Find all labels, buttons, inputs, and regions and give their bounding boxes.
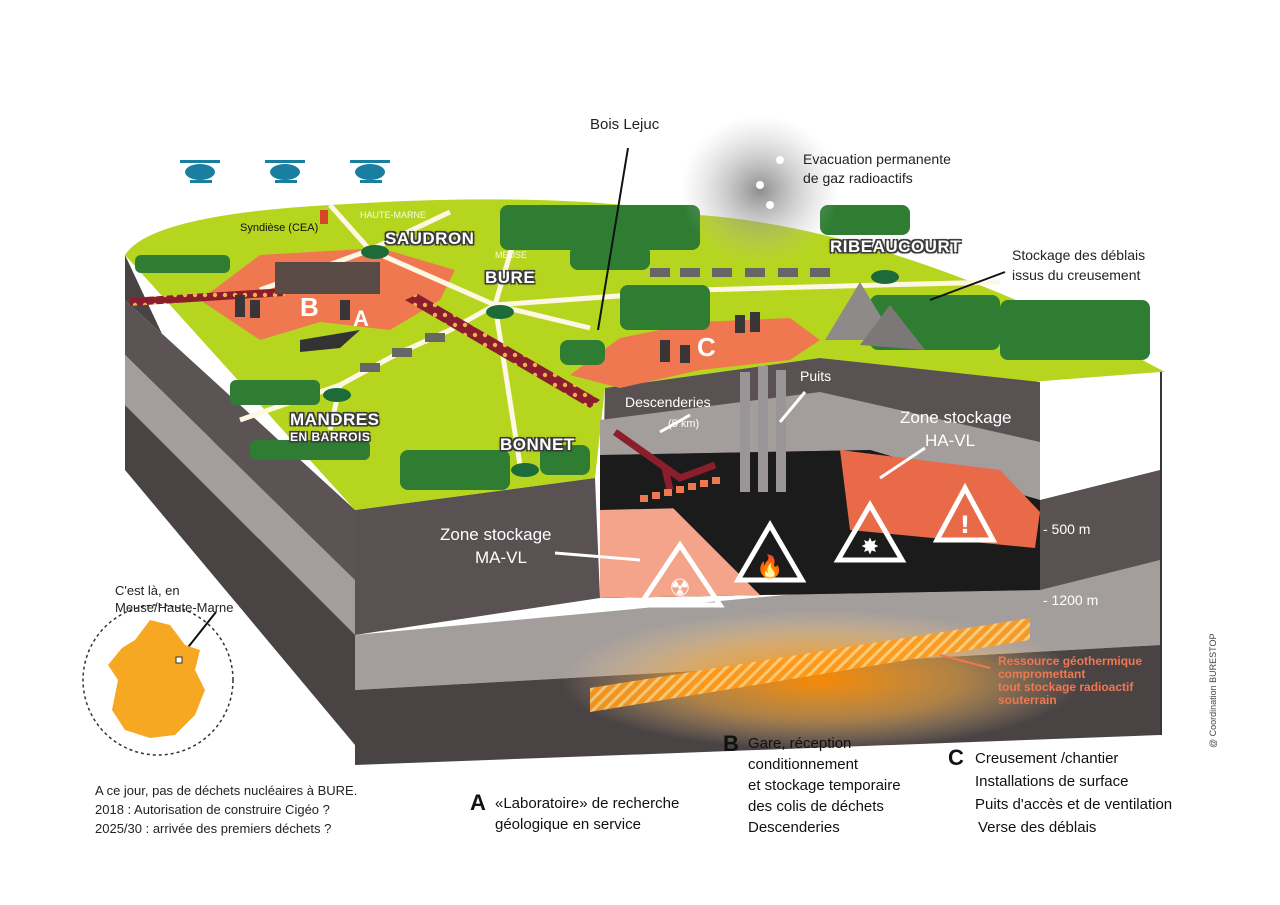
buildings	[235, 210, 760, 363]
svg-text:✸: ✸	[861, 535, 879, 560]
stockage-deblais-label-1: Stockage des déblais	[1012, 247, 1146, 263]
shafts	[740, 366, 786, 492]
site-letter-b: B	[300, 292, 319, 322]
radioactive-smoke	[680, 115, 840, 265]
town-markers	[323, 245, 899, 477]
legend-a-line-2: géologique en service	[495, 816, 641, 833]
evacuation-label-1: Evacuation permanente	[803, 151, 951, 167]
block-right-face	[1160, 372, 1162, 735]
descenderies-label: Descenderies	[625, 394, 711, 410]
depth-500-label: - 500 m	[1043, 521, 1091, 537]
legend-b-line-5: Descenderies	[748, 819, 840, 836]
geothermal-hatch	[590, 618, 1030, 712]
zone-havl-label-1: Zone stockage	[900, 408, 1012, 427]
radiation-smoke-icons	[756, 156, 784, 209]
forests	[135, 205, 1150, 490]
railway	[130, 288, 600, 408]
legend-c-line-3: Puits d'accès et de ventilation	[975, 796, 1173, 813]
waste-packages	[640, 477, 720, 502]
france-locator-circle	[82, 604, 234, 756]
credit-label: @ Coordination BURESTOP	[1208, 633, 1218, 748]
note-line-3: 2025/30 : arrivée des premiers déchets ?	[95, 821, 332, 836]
town-saudron: SAUDRON	[385, 229, 475, 248]
haute-marne-label: HAUTE-MARNE	[360, 210, 427, 220]
town-mandres-sub: EN BARROIS	[290, 430, 371, 444]
town-bure: BURE	[485, 268, 536, 287]
note-line-1: A ce jour, pas de déchets nucléaires à B…	[95, 783, 358, 798]
evacuation-label-2: de gaz radioactifs	[803, 170, 913, 186]
legend-b-line-3: et stockage temporaire	[748, 777, 901, 794]
bois-lejuc-label: Bois Lejuc	[590, 116, 660, 133]
geothermal-label-1: Ressource géothermique	[998, 654, 1143, 668]
helicopters	[180, 160, 390, 183]
white-callout-arrows	[554, 391, 926, 562]
block-left-face	[125, 255, 355, 745]
depth-1200-label: - 1200 m	[1043, 592, 1099, 608]
spoil-heaps	[825, 282, 925, 350]
descenderies-km-label: (5 km)	[668, 418, 700, 430]
stockage-deblais-label-2: issus du creusement	[1012, 267, 1141, 283]
svg-text:!: !	[960, 511, 971, 539]
france-map-label-1: C'est là, en	[115, 583, 180, 598]
geothermal-label-3: tout stockage radioactif	[998, 680, 1134, 694]
town-mandres: MANDRES	[290, 410, 380, 429]
syndiese-label: Syndièse (CEA)	[240, 222, 319, 234]
helicopter-icon	[265, 160, 305, 183]
explosive-hazard-icon	[833, 500, 907, 563]
puits-label: Puits	[800, 368, 832, 384]
site-letter-a: A	[353, 306, 369, 331]
legend-b-line-4: des colis de déchets	[748, 798, 884, 815]
legend-b-line-1: Gare, réception	[748, 735, 852, 752]
hazard-signs: ☢ 🔥 ✸ !	[635, 482, 998, 608]
town-bonnet: BONNET	[500, 435, 575, 454]
legend-c-line-2: Installations de surface	[975, 773, 1129, 790]
legend-a-line-1: «Laboratoire» de recherche	[495, 795, 680, 812]
geothermal-arrow	[939, 654, 991, 669]
zone-havl-label-2: HA-VL	[925, 431, 976, 450]
bure-locator-square	[175, 656, 183, 664]
legend-letter-c: C	[948, 745, 964, 770]
helicopter-icon	[180, 160, 220, 183]
helicopter-icon	[350, 160, 390, 183]
note-line-2: 2018 : Autorisation de construire Cigéo …	[95, 802, 330, 817]
legend-b-line-2: conditionnement	[748, 756, 859, 773]
radioactive-hazard-icon	[635, 540, 725, 608]
descenderies-tunnel	[612, 429, 717, 491]
flammable-hazard-icon	[733, 520, 807, 583]
zone-mavl-label-2: MA-VL	[475, 548, 527, 567]
town-ribeaucourt: RIBEAUCOURT	[830, 237, 962, 256]
legend-c-line-4: Verse des déblais	[978, 819, 1097, 836]
site-letter-c: C	[697, 332, 716, 362]
warning-hazard-icon	[932, 482, 998, 543]
geothermal-label-2: compromettant	[998, 667, 1086, 681]
geothermal-label-4: souterrain	[998, 693, 1057, 707]
meuse-label: MEUSE	[495, 250, 528, 260]
trucks	[360, 268, 830, 372]
france-map-label-2: Meuse/Haute-Marne	[115, 600, 234, 615]
france-map	[108, 620, 205, 738]
svg-text:🔥: 🔥	[756, 554, 783, 580]
svg-text:☢: ☢	[669, 574, 691, 602]
legend-c-line-1: Creusement /chantier	[975, 750, 1119, 767]
legend-letter-b: B	[723, 731, 739, 756]
zone-mavl-label-1: Zone stockage	[440, 525, 552, 544]
legend-letter-a: A	[470, 790, 486, 815]
